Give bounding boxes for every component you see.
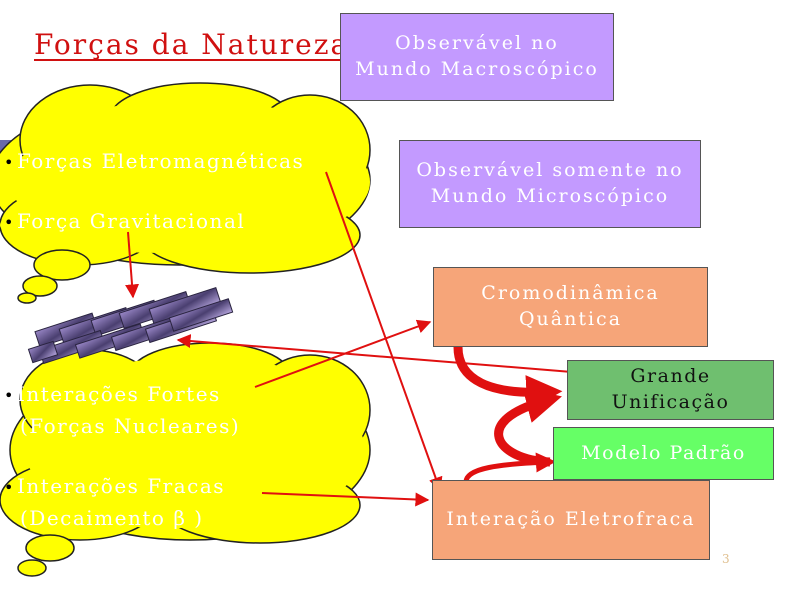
- force-em-label: Forças Eletromagnéticas: [16, 149, 305, 173]
- bullet-dot: •: [4, 213, 15, 232]
- electroweak-box: Interação Eletrofraca: [432, 480, 710, 560]
- qcd-label: Cromodinâmica Quântica: [481, 282, 660, 330]
- force-weak-sub: (Decaimento β ): [20, 506, 204, 530]
- arrow-em-to-electroweak: [325, 171, 443, 492]
- arrow-grav-to-matter: [125, 231, 140, 299]
- force-grav-item: •Força Gravitacional: [4, 209, 245, 233]
- force-em-item: •Forças Eletromagnéticas: [4, 149, 304, 173]
- force-strong-item: •Interações Fortes: [4, 382, 221, 406]
- macro-legend-box: Observável no Mundo Macroscópico: [340, 13, 614, 101]
- qcd-box: Cromodinâmica Quântica: [433, 267, 708, 347]
- gut-label: Grande Unificação: [611, 365, 730, 413]
- arrow-weak-to-electroweak: [261, 492, 430, 507]
- force-strong-label: Interações Fortes: [16, 382, 221, 406]
- lower-cloud-tail: [17, 534, 75, 577]
- curved-arrow-ew-to-sm: [463, 452, 556, 483]
- slide-title: Forças da Natureza:: [34, 28, 361, 61]
- gut-box: Grande Unificação: [567, 360, 774, 420]
- macro-legend-line2: Mundo Macroscópico: [355, 58, 599, 80]
- force-weak-label: Interações Fracas: [16, 474, 226, 498]
- lower-cloud-fill: [15, 357, 365, 528]
- force-strong-sub: (Forças Nucleares): [20, 414, 241, 438]
- micro-legend-line2: Mundo Microscópico: [430, 185, 670, 207]
- bullet-dot: •: [4, 478, 15, 497]
- curved-arrow-sm-to-gut: [494, 387, 562, 467]
- upper-cloud-tail: [17, 249, 91, 304]
- force-weak-item: •Interações Fracas: [4, 474, 225, 498]
- electroweak-label: Interação Eletrofraca: [446, 508, 696, 531]
- micro-legend-box: Observável somente no Mundo Microscópico: [399, 140, 701, 228]
- micro-legend-line1: Observável somente no: [416, 159, 684, 182]
- macro-legend-line1: Observável no: [395, 32, 559, 55]
- matter-crystals-image: [27, 286, 234, 365]
- arrow-strong-to-qcd: [254, 319, 432, 388]
- upper-cloud-fill: [0, 100, 370, 253]
- page-number: 3: [722, 552, 730, 566]
- standard-model-label: Modelo Padrão: [581, 441, 746, 464]
- force-grav-label: Força Gravitacional: [16, 209, 246, 233]
- standard-model-box: Modelo Padrão: [553, 427, 774, 480]
- bullet-dot: •: [4, 153, 15, 172]
- arrow-gut-to-matter: [176, 334, 573, 373]
- bullet-dot: •: [4, 386, 15, 405]
